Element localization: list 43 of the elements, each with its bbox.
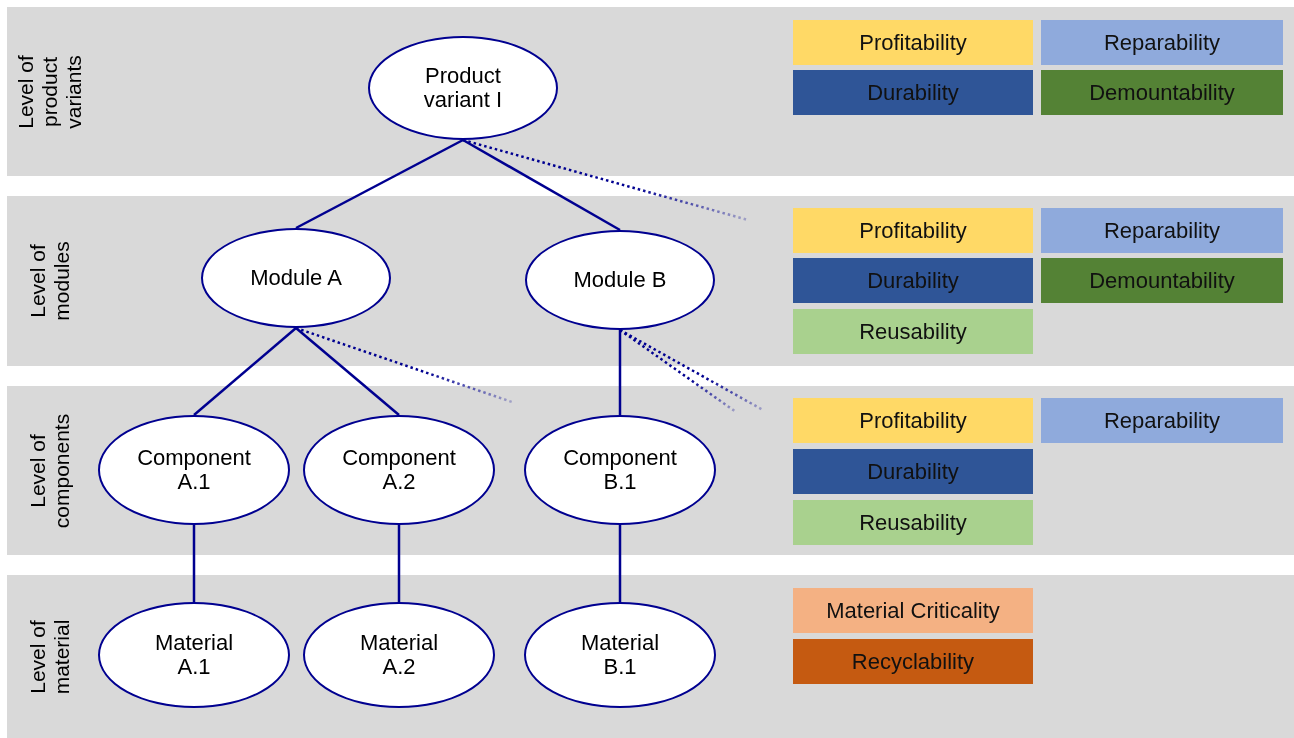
connector-line (618, 525, 622, 602)
connector-line (295, 327, 400, 416)
level-label: Level of product variants (14, 53, 86, 131)
criterion-tag: Reparability (1041, 208, 1283, 253)
criterion-tag: Reparability (1041, 398, 1283, 443)
node-label: Module A (250, 266, 342, 290)
node-label: Component B.1 (562, 446, 678, 494)
criterion-tag: Durability (793, 70, 1033, 115)
level-label: Level of material (26, 618, 74, 696)
dotted-line (295, 326, 513, 404)
level-band (7, 7, 1294, 176)
node-label: Product variant I (422, 64, 504, 112)
level-band (7, 196, 1294, 366)
dotted-line (462, 138, 749, 222)
connector-line (618, 330, 622, 415)
criterion-tag: Profitability (793, 20, 1033, 65)
node-label: Material A.1 (153, 631, 235, 679)
dotted-line (619, 328, 764, 412)
level-label: Level of components (26, 412, 74, 530)
criterion-tag: Reusability (793, 500, 1033, 545)
criterion-tag: Recyclability (793, 639, 1033, 684)
node-label: Material A.2 (358, 631, 440, 679)
level-band (7, 386, 1294, 555)
node-label: Module B (573, 268, 667, 292)
criterion-tag: Demountability (1041, 258, 1283, 303)
criterion-tag: Durability (793, 449, 1033, 494)
node-label: Material B.1 (579, 631, 661, 679)
connector-line (192, 525, 196, 602)
criterion-tag: Reparability (1041, 20, 1283, 65)
criterion-tag: Reusability (793, 309, 1033, 354)
level-band (7, 575, 1294, 738)
connector-line (462, 138, 621, 232)
criterion-tag: Demountability (1041, 70, 1283, 115)
connector-line (193, 327, 297, 416)
criterion-tag: Durability (793, 258, 1033, 303)
criterion-tag: Profitability (793, 398, 1033, 443)
criterion-tag: Material Criticality (793, 588, 1033, 633)
level-label: Level of modules (26, 240, 74, 323)
node-label: Component A.1 (136, 446, 252, 494)
connector-line (397, 525, 401, 602)
connector-line (295, 138, 464, 230)
node-label: Component A.2 (341, 446, 457, 494)
criterion-tag: Profitability (793, 208, 1033, 253)
